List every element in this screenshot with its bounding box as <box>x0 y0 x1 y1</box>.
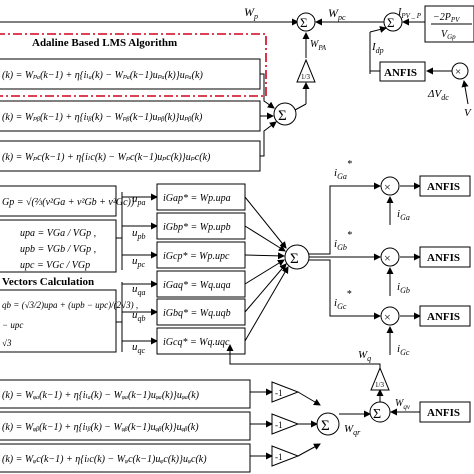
upb-label: upb <box>132 227 146 241</box>
wp-summer-sigma: Σ <box>300 15 308 30</box>
minus-one-gain-qa-label: -1 <box>275 388 283 398</box>
igc-fb-label: iGc <box>397 343 410 357</box>
quadrature-line-3: √3 <box>2 338 12 348</box>
uqa-label: uqa <box>132 283 146 297</box>
upc-label: upc <box>132 255 146 269</box>
quadrature-vector-box <box>0 289 117 353</box>
anfis-ac-block <box>419 401 471 423</box>
iga-fb-label: iGa <box>397 208 410 222</box>
gc-comparator <box>380 306 400 326</box>
wqr-summer-sigma: Σ <box>321 418 330 434</box>
anfis-ga-block <box>419 175 471 197</box>
lms-row-pa-eq: (k) = Wₚₐ(k−1) + η{iₗₐ(k) − Wₚₐ(k−1)uₚₐ(… <box>2 70 203 81</box>
ref-block-gcp <box>156 241 246 269</box>
anfis-gb-label: ANFIS <box>427 252 460 264</box>
vgp-formula-box <box>0 185 117 217</box>
vgp-formula: Gp = √(⅔(v²Ga + v²Gb + v²Gc)) <box>2 197 135 208</box>
ref-block-gbp <box>156 212 246 240</box>
lms-algorithm-title: Adaline Based LMS Algorithm <box>32 37 177 49</box>
lms-row-qa-eq: (k) = Wᵩₐ(k−1) + η{iₗₐ(k) − Wᵩₐ(k−1)uᵩₐ(… <box>2 390 200 401</box>
ref-block-gcq-label: iGcq* = Wq.uqc <box>163 337 230 348</box>
ga-comparator-times: × <box>384 180 391 194</box>
anfis-gb-block <box>419 246 471 268</box>
wqr-summer <box>316 412 340 436</box>
uqc-label: uqc <box>132 341 146 355</box>
unit-vector-b: upb = VGb / VGp , <box>20 244 96 255</box>
quadrature-line-2: − upc <box>2 320 23 330</box>
minus-one-gain-qc-label: -1 <box>275 452 283 462</box>
lms-row-qa <box>0 379 251 409</box>
minus-one-gain-qc <box>271 445 300 467</box>
wq-label: Wq <box>358 349 371 363</box>
wp-label: Wp <box>244 5 258 21</box>
vdc-cut-label: V <box>464 107 472 119</box>
anfis-dc-label: ANFIS <box>384 67 417 79</box>
unit-vector-a: upa = VGa / VGp , <box>20 228 96 239</box>
lms-reactive-section: (k) = Wᵩₐ(k−1) + η{iₗₐ(k) − Wᵩₐ(k−1)uᵩₐ(… <box>0 344 471 473</box>
wpc-summer-sigma: Σ <box>387 15 395 30</box>
lms-row-pb-eq: (k) = Wₚᵦ(k−1) + η{iₗᵦ(k) − Wₚᵦ(k−1)uₚᵦ(… <box>2 112 203 123</box>
upa-label: upa <box>132 193 146 207</box>
wpa-label: WPA <box>310 39 327 52</box>
lms-row-qb <box>0 411 251 441</box>
wqv-label: Wqv <box>395 398 411 411</box>
uqb-label: uqb <box>132 309 146 323</box>
pv-gain-num: −2PPV <box>433 12 460 24</box>
ga-comparator <box>380 176 400 196</box>
anfis-gc-block <box>419 305 471 327</box>
lms-row-pb <box>0 100 261 132</box>
reference-current-section: upa upb upc uqa uqb uqc iGap* = Wp.upa i… <box>122 183 310 355</box>
gc-comparator-times: × <box>384 310 391 324</box>
ref-block-gbq <box>156 298 246 326</box>
anfis-ac-label: ANFIS <box>427 407 460 419</box>
lms-active-section: Adaline Based LMS Algorithm (k) = Wₚₐ(k−… <box>0 33 277 172</box>
minus-one-gain-qa <box>271 381 300 403</box>
anfis-gc-label: ANFIS <box>427 311 460 323</box>
igb-ref-label: iGb* <box>334 230 352 252</box>
unit-vector-c: upc = VGc / VGp <box>20 260 90 271</box>
idp-label: Idp <box>371 41 384 55</box>
minus-one-gain-qb <box>271 413 300 435</box>
one-third-gain-p-label: 1/3 <box>301 73 310 81</box>
wqr-label: Wqr <box>344 423 361 437</box>
vectors-calculation-title: Vectors Calculation <box>2 276 94 288</box>
dvdc-label: ΔVdc <box>427 88 449 102</box>
gb-comparator-times: × <box>384 251 391 265</box>
lms-row-pa <box>0 58 261 90</box>
ref-block-gap <box>156 183 246 211</box>
active-weight-section: Wp Σ Wpc Σ IPV _ P −2PPV VGp Idp ANFIS <box>0 5 474 126</box>
vectors-section: Gp = √(⅔(v²Ga + v²Gb + v²Gc)) upa = VGa … <box>0 185 138 353</box>
unit-vector-box <box>0 219 117 273</box>
ref-block-gbp-label: iGbp* = Wp.upb <box>163 222 231 233</box>
iga-ref-label: iGa* <box>334 159 352 181</box>
lms-algorithm-frame <box>0 33 267 97</box>
pv-gain-den: VGp <box>441 29 456 41</box>
ref-block-gap-label: iGap* = Wp.upa <box>163 193 231 204</box>
grid-current-loops: iGa* iGb* iGc* × × × ANFIS ANFIS ANFIS i… <box>309 159 471 357</box>
wpa-summer <box>273 102 297 126</box>
ipv-label: IPV _ P <box>397 7 422 20</box>
dc-error-times: × <box>455 66 461 78</box>
ref-input-labels: upa upb upc uqa uqb uqc <box>132 193 146 355</box>
igc-ref-label: iGc* <box>334 289 351 311</box>
lms-row-pc-eq: (k) = Wₚc(k−1) + η{iₗc(k) − Wₚc(k−1)uₚc(… <box>2 152 211 163</box>
one-third-gain-q-label: 1/3 <box>375 381 384 389</box>
igb-fb-label: iGb <box>397 281 410 295</box>
one-third-gain-q <box>370 366 390 391</box>
anfis-ga-label: ANFIS <box>427 181 460 193</box>
wpc-label: Wpc <box>328 6 346 22</box>
minus-one-gain-qb-label: -1 <box>275 420 283 430</box>
wq-summer-sigma: Σ <box>373 407 381 422</box>
gb-comparator <box>380 247 400 267</box>
wpa-summer-sigma: Σ <box>278 108 287 124</box>
lms-row-qc <box>0 443 251 473</box>
lms-row-qc-eq: (k) = Wᵩc(k−1) + η{iₗc(k) − Wᵩc(k−1)uᵩc(… <box>2 454 207 465</box>
lms-row-qb-eq: (k) = Wᵩᵦ(k−1) + η{iₗᵦ(k) − Wᵩᵦ(k−1)uᵩᵦ(… <box>2 422 199 433</box>
ref-block-gaq-label: iGaq* = Wq.uqa <box>163 280 231 291</box>
ref-block-gbq-label: iGbq* = Wq.uqb <box>163 308 231 319</box>
ref-current-summer-sigma: Σ <box>290 251 299 267</box>
ref-block-gcp-label: iGcp* = Wp.upc <box>163 251 230 262</box>
quadrature-line-1: qb = (√3/2)upa + (upb − upc)/(2√3) , <box>2 300 138 310</box>
